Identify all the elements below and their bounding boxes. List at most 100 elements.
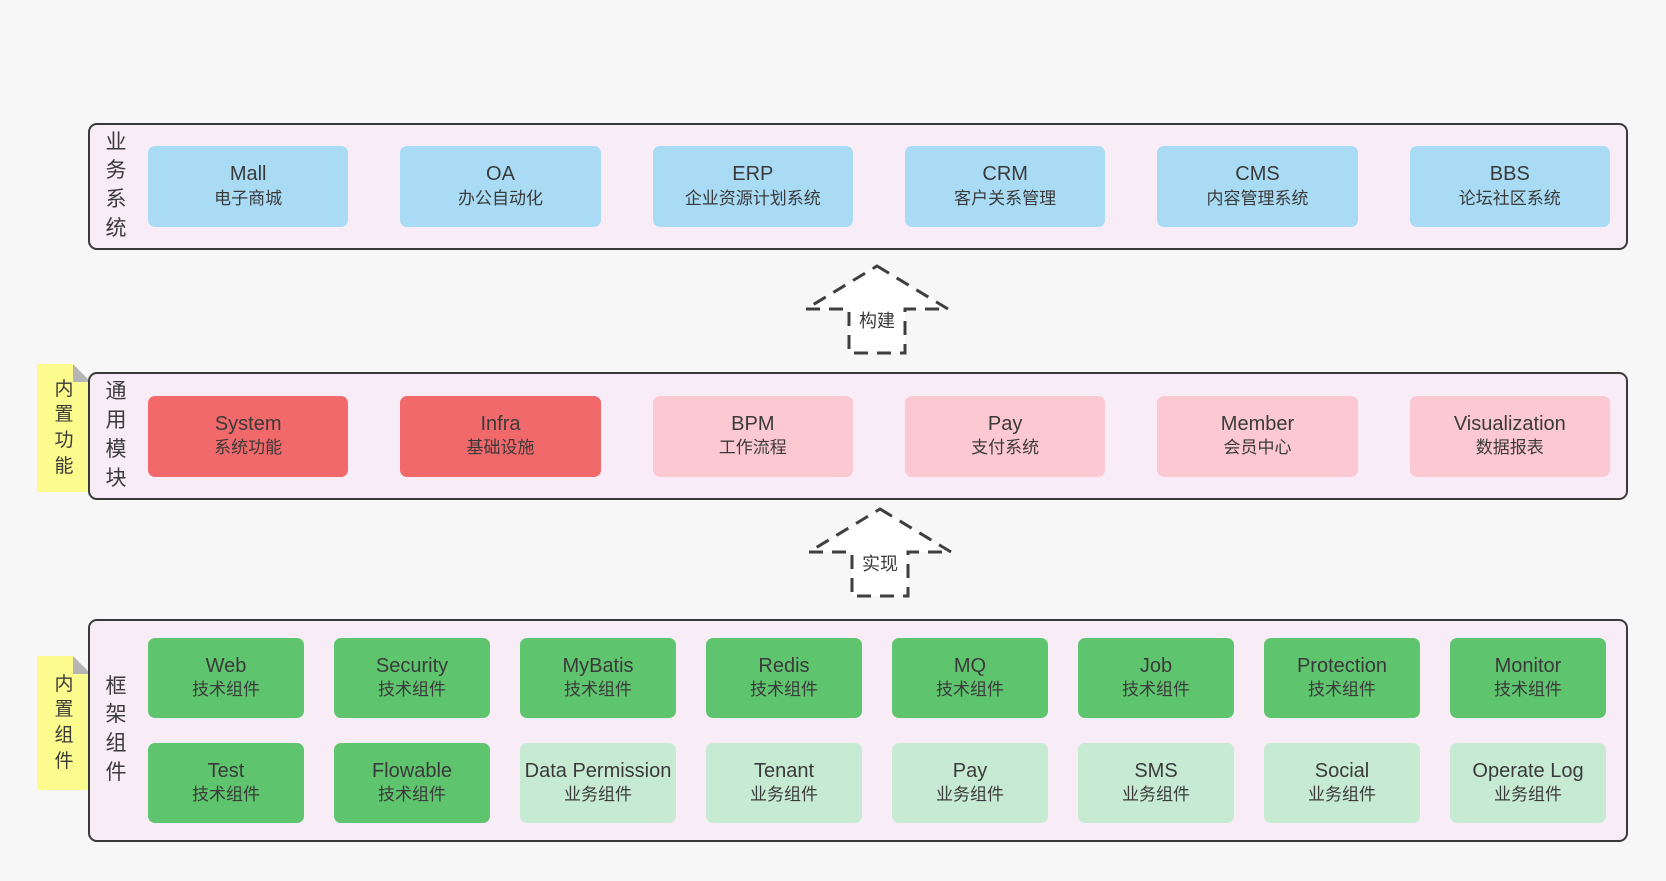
box-subtitle: 业务组件 <box>1494 785 1562 805</box>
box-subtitle: 技术组件 <box>378 785 446 805</box>
box-subtitle: 业务组件 <box>936 785 1004 805</box>
box-title: Security <box>375 654 449 677</box>
note-label: 内置组件 <box>54 673 74 772</box>
box-title: CRM <box>982 163 1028 186</box>
box-title: Monitor <box>1494 654 1562 677</box>
box-pay: Pay 支付系统 <box>904 395 1106 477</box>
box-subtitle: 客户关系管理 <box>954 188 1057 208</box>
box-bpm: BPM 工作流程 <box>652 395 853 477</box>
box-social: Social 业务组件 <box>1264 743 1420 823</box>
box-subtitle: 业务组件 <box>564 785 632 805</box>
box-title: Redis <box>758 654 810 677</box>
box-subtitle: 会员中心 <box>1223 438 1292 458</box>
box-subtitle: 技术组件 <box>378 680 446 700</box>
box-web: Web 技术组件 <box>148 638 304 718</box>
box-title: Pay <box>952 759 988 782</box>
box-title: MyBatis <box>562 654 634 677</box>
box-mall: Mall 电子商城 <box>148 146 349 227</box>
box-title: Tenant <box>753 759 815 782</box>
box-member: Member 会员中心 <box>1157 395 1358 477</box>
box-flowable: Flowable 技术组件 <box>334 743 490 823</box>
box-subtitle: 业务组件 <box>1308 785 1376 805</box>
box-subtitle: 系统功能 <box>214 438 283 458</box>
box-system: System 系统功能 <box>148 395 349 477</box>
business-box-row: Mall 电子商城 OA 办公自动化 ERP 企业资源计划系统 CRM 客户关系… <box>148 125 1610 248</box>
box-subtitle: 业务组件 <box>750 785 818 805</box>
components-row-2: Test 技术组件 Flowable 技术组件 Data Permission … <box>148 743 1606 823</box>
box-subtitle: 技术组件 <box>1494 680 1562 700</box>
box-subtitle: 数据报表 <box>1475 438 1544 458</box>
box-subtitle: 内容管理系统 <box>1206 188 1309 208</box>
box-subtitle: 电子商城 <box>214 188 283 208</box>
box-subtitle: 论坛社区系统 <box>1458 188 1561 208</box>
box-title: OA <box>486 163 515 186</box>
box-job: Job 技术组件 <box>1078 638 1234 718</box>
box-subtitle: 技术组件 <box>1308 680 1376 700</box>
box-subtitle: 工作流程 <box>718 438 787 458</box>
box-title: MQ <box>953 654 987 677</box>
layer-label-components: 框架组件 <box>105 674 127 785</box>
sticky-note-built-in-components: 内置组件 <box>37 656 91 790</box>
note-label: 内置功能 <box>54 378 74 477</box>
box-subtitle: 技术组件 <box>564 680 632 700</box>
box-subtitle: 技术组件 <box>936 680 1004 700</box>
box-protection: Protection 技术组件 <box>1264 638 1420 718</box>
box-security: Security 技术组件 <box>334 638 490 718</box>
layer-business-systems: 业务系统 Mall 电子商城 OA 办公自动化 ERP 企业资源计划系统 CRM… <box>88 123 1628 250</box>
box-subtitle: 办公自动化 <box>457 188 543 208</box>
box-sms: SMS 业务组件 <box>1078 743 1234 823</box>
box-title: Test <box>207 759 245 782</box>
box-mq: MQ 技术组件 <box>892 638 1048 718</box>
up-arrow-outline <box>803 507 957 598</box>
box-subtitle: 技术组件 <box>192 680 260 700</box>
box-title: Web <box>205 654 247 677</box>
box-title: Infra <box>480 412 521 435</box>
box-redis: Redis 技术组件 <box>706 638 862 718</box>
box-cms: CMS 内容管理系统 <box>1157 146 1358 227</box>
box-subtitle: 技术组件 <box>192 785 260 805</box>
box-title: Social <box>1314 759 1370 782</box>
box-title: Operate Log <box>1472 759 1584 782</box>
arrow-implement-icon: 实现 <box>803 507 957 598</box>
box-title: System <box>214 412 282 435</box>
box-data-permission: Data Permission 业务组件 <box>520 743 676 823</box>
box-subtitle: 基础设施 <box>466 438 535 458</box>
components-row-1: Web 技术组件 Security 技术组件 MyBatis 技术组件 Redi… <box>148 638 1606 718</box>
box-subtitle: 支付系统 <box>971 438 1040 458</box>
box-crm: CRM 客户关系管理 <box>904 146 1106 227</box>
box-title: BBS <box>1489 163 1530 186</box>
box-title: SMS <box>1134 759 1178 782</box>
layer-label-modules: 通用模块 <box>105 380 127 490</box>
box-bbs: BBS 论坛社区系统 <box>1409 146 1610 227</box>
box-title: Member <box>1220 412 1295 435</box>
box-operate-log: Operate Log 业务组件 <box>1450 743 1606 823</box>
box-title: Data Permission <box>524 759 672 782</box>
layer-common-modules: 通用模块 System 系统功能 Infra 基础设施 BPM 工作流程 Pay… <box>88 372 1628 500</box>
modules-box-row: System 系统功能 Infra 基础设施 BPM 工作流程 Pay 支付系统… <box>148 374 1610 498</box>
box-title: Visualization <box>1453 412 1566 435</box>
layer-framework-components: 框架组件 Web 技术组件 Security 技术组件 MyBatis 技术组件… <box>88 619 1628 842</box>
box-test: Test 技术组件 <box>148 743 304 823</box>
box-oa: OA 办公自动化 <box>400 146 601 227</box>
arrow-implement-label: 实现 <box>862 554 898 574</box>
arrow-build-icon: 构建 <box>800 264 954 355</box>
box-subtitle: 业务组件 <box>1122 785 1190 805</box>
arrow-build-label: 构建 <box>859 311 895 331</box>
box-title: Pay <box>987 412 1023 435</box>
box-title: CMS <box>1235 163 1280 186</box>
box-visualization: Visualization 数据报表 <box>1409 395 1610 477</box>
box-infra: Infra 基础设施 <box>400 395 601 477</box>
box-title: Job <box>1139 654 1173 677</box>
box-subtitle: 技术组件 <box>1122 680 1190 700</box>
box-title: BPM <box>731 412 775 435</box>
box-subtitle: 技术组件 <box>750 680 818 700</box>
box-tenant: Tenant 业务组件 <box>706 743 862 823</box>
box-erp: ERP 企业资源计划系统 <box>652 146 853 227</box>
sticky-note-built-in-features: 内置功能 <box>37 364 91 492</box>
box-title: ERP <box>732 163 774 186</box>
box-mybatis: MyBatis 技术组件 <box>520 638 676 718</box>
box-title: Flowable <box>371 759 453 782</box>
box-monitor: Monitor 技术组件 <box>1450 638 1606 718</box>
layer-label-business: 业务系统 <box>105 130 127 241</box>
